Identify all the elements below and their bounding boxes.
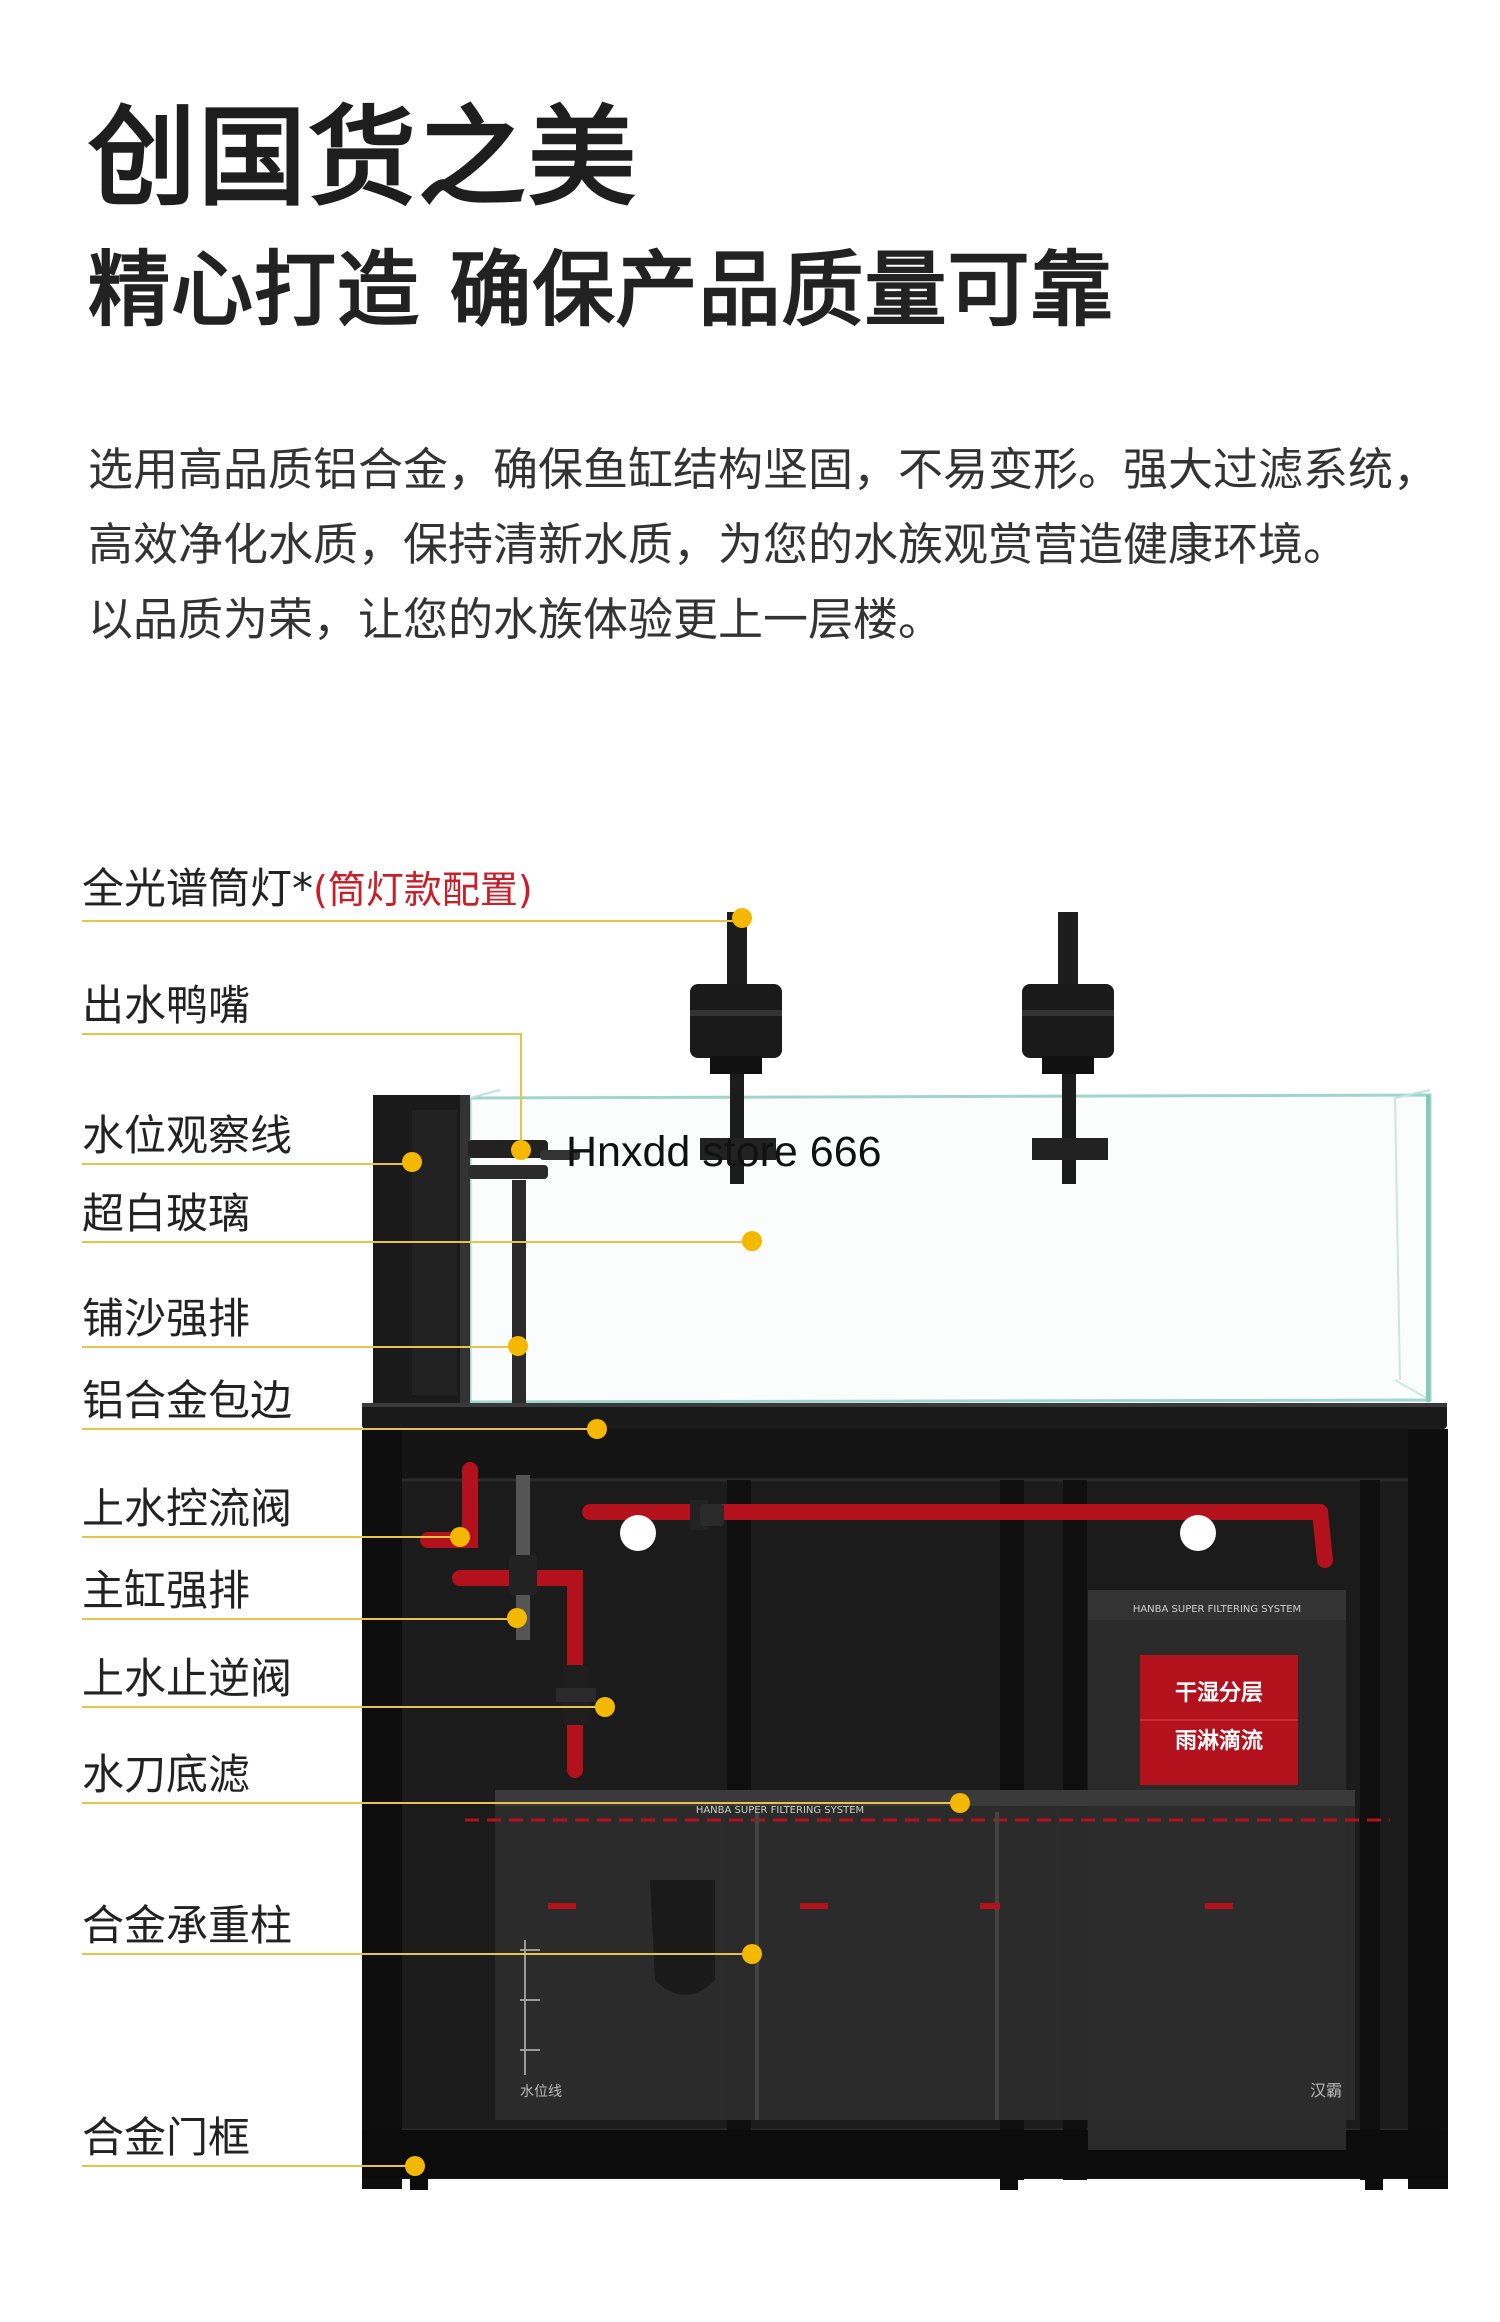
description-line-3: 以品质为荣，让您的水族体验更上一层楼。 — [88, 593, 944, 646]
label-alloy-edge: 铝合金包边 — [82, 1376, 293, 1425]
cabinet-hole — [620, 1515, 656, 1551]
label-water-line: 水位观察线 — [82, 1111, 293, 1160]
label-main-drain: 主缸强排 — [82, 1566, 251, 1615]
label-outlet: 出水鸭嘴 — [82, 981, 251, 1030]
leader-line-sand-drain — [82, 1346, 518, 1348]
filter-box-tag-dry-wet: 干湿分层 — [1175, 1681, 1263, 1706]
leader-line-water-line — [82, 1163, 412, 1165]
leader-line-door-frame — [82, 2165, 415, 2167]
marker-dot-outlet — [511, 1140, 531, 1160]
leader-line-flow-valve — [82, 1536, 460, 1538]
valves — [509, 1475, 724, 1725]
label-check-valve: 上水止逆阀 — [82, 1654, 293, 1703]
leader-line-alloy-edge — [82, 1428, 597, 1430]
marker-dot-sump — [950, 1793, 970, 1813]
marker-dot-flow-valve — [450, 1527, 470, 1547]
leader-line-pillar — [82, 1953, 752, 1955]
leader-line-main-drain — [82, 1618, 517, 1620]
leader-line-check-valve — [82, 1706, 605, 1708]
label-sand-drain: 铺沙强排 — [82, 1294, 251, 1343]
sump-tank — [465, 1790, 1390, 2120]
label-lamp-note: (筒灯款配置) — [313, 868, 533, 912]
marker-dot-alloy-edge — [587, 1419, 607, 1439]
label-sump: 水刀底滤 — [82, 1750, 251, 1799]
description-line-1: 选用高品质铝合金，确保鱼缸结构坚固，不易变形。强大过滤系统， — [88, 443, 1439, 496]
filter-box-tag-drip: 雨淋滴流 — [1175, 1728, 1263, 1754]
label-glass: 超白玻璃 — [82, 1189, 251, 1238]
marker-dot-main-drain — [507, 1608, 527, 1628]
leader-line-sump — [82, 1802, 960, 1804]
label-lamp: 全光谱筒灯*(筒灯款配置) — [82, 868, 533, 910]
marker-dot-sand-drain — [508, 1336, 528, 1356]
spot-lamp-left — [690, 912, 782, 1184]
leader-line-glass — [82, 1241, 752, 1243]
store-watermark: Hnxdd store 666 — [566, 1128, 882, 1176]
label-lamp-text: 全光谱筒灯* — [82, 864, 314, 913]
spot-lamp-right — [1022, 912, 1114, 1184]
marker-dot-water-line — [402, 1152, 422, 1172]
label-door-frame: 合金门框 — [82, 2113, 251, 2162]
label-pillar: 合金承重柱 — [82, 1901, 293, 1950]
marker-dot-glass — [742, 1231, 762, 1251]
filter-box-brand: HANBA SUPER FILTERING SYSTEM — [1133, 1604, 1301, 1615]
marker-dot-door-frame — [405, 2156, 425, 2176]
marker-dot-check-valve — [595, 1697, 615, 1717]
marker-dot-lamp — [732, 908, 752, 928]
page-title: 创国货之美 — [88, 96, 639, 221]
sump-brand: HANBA SUPER FILTERING SYSTEM — [696, 1805, 864, 1816]
leader-line-outlet — [82, 1033, 522, 1035]
cabinet-hole — [1180, 1515, 1216, 1551]
page-subtitle: 精心打造 确保产品质量可靠 — [88, 243, 1114, 338]
sump-logo: 汉霸 — [1310, 2081, 1342, 2100]
description-line-2: 高效净化水质，保持清新水质，为您的水族观赏营造健康环境。 — [88, 518, 1349, 571]
leader-line-lamp — [82, 920, 742, 922]
label-flow-valve: 上水控流阀 — [82, 1484, 293, 1533]
sump-gauge-label: 水位线 — [520, 2084, 562, 2100]
marker-dot-pillar — [742, 1944, 762, 1964]
leader-line-outlet-vertical — [520, 1033, 522, 1151]
alloy-top-edge — [362, 1403, 1447, 1429]
